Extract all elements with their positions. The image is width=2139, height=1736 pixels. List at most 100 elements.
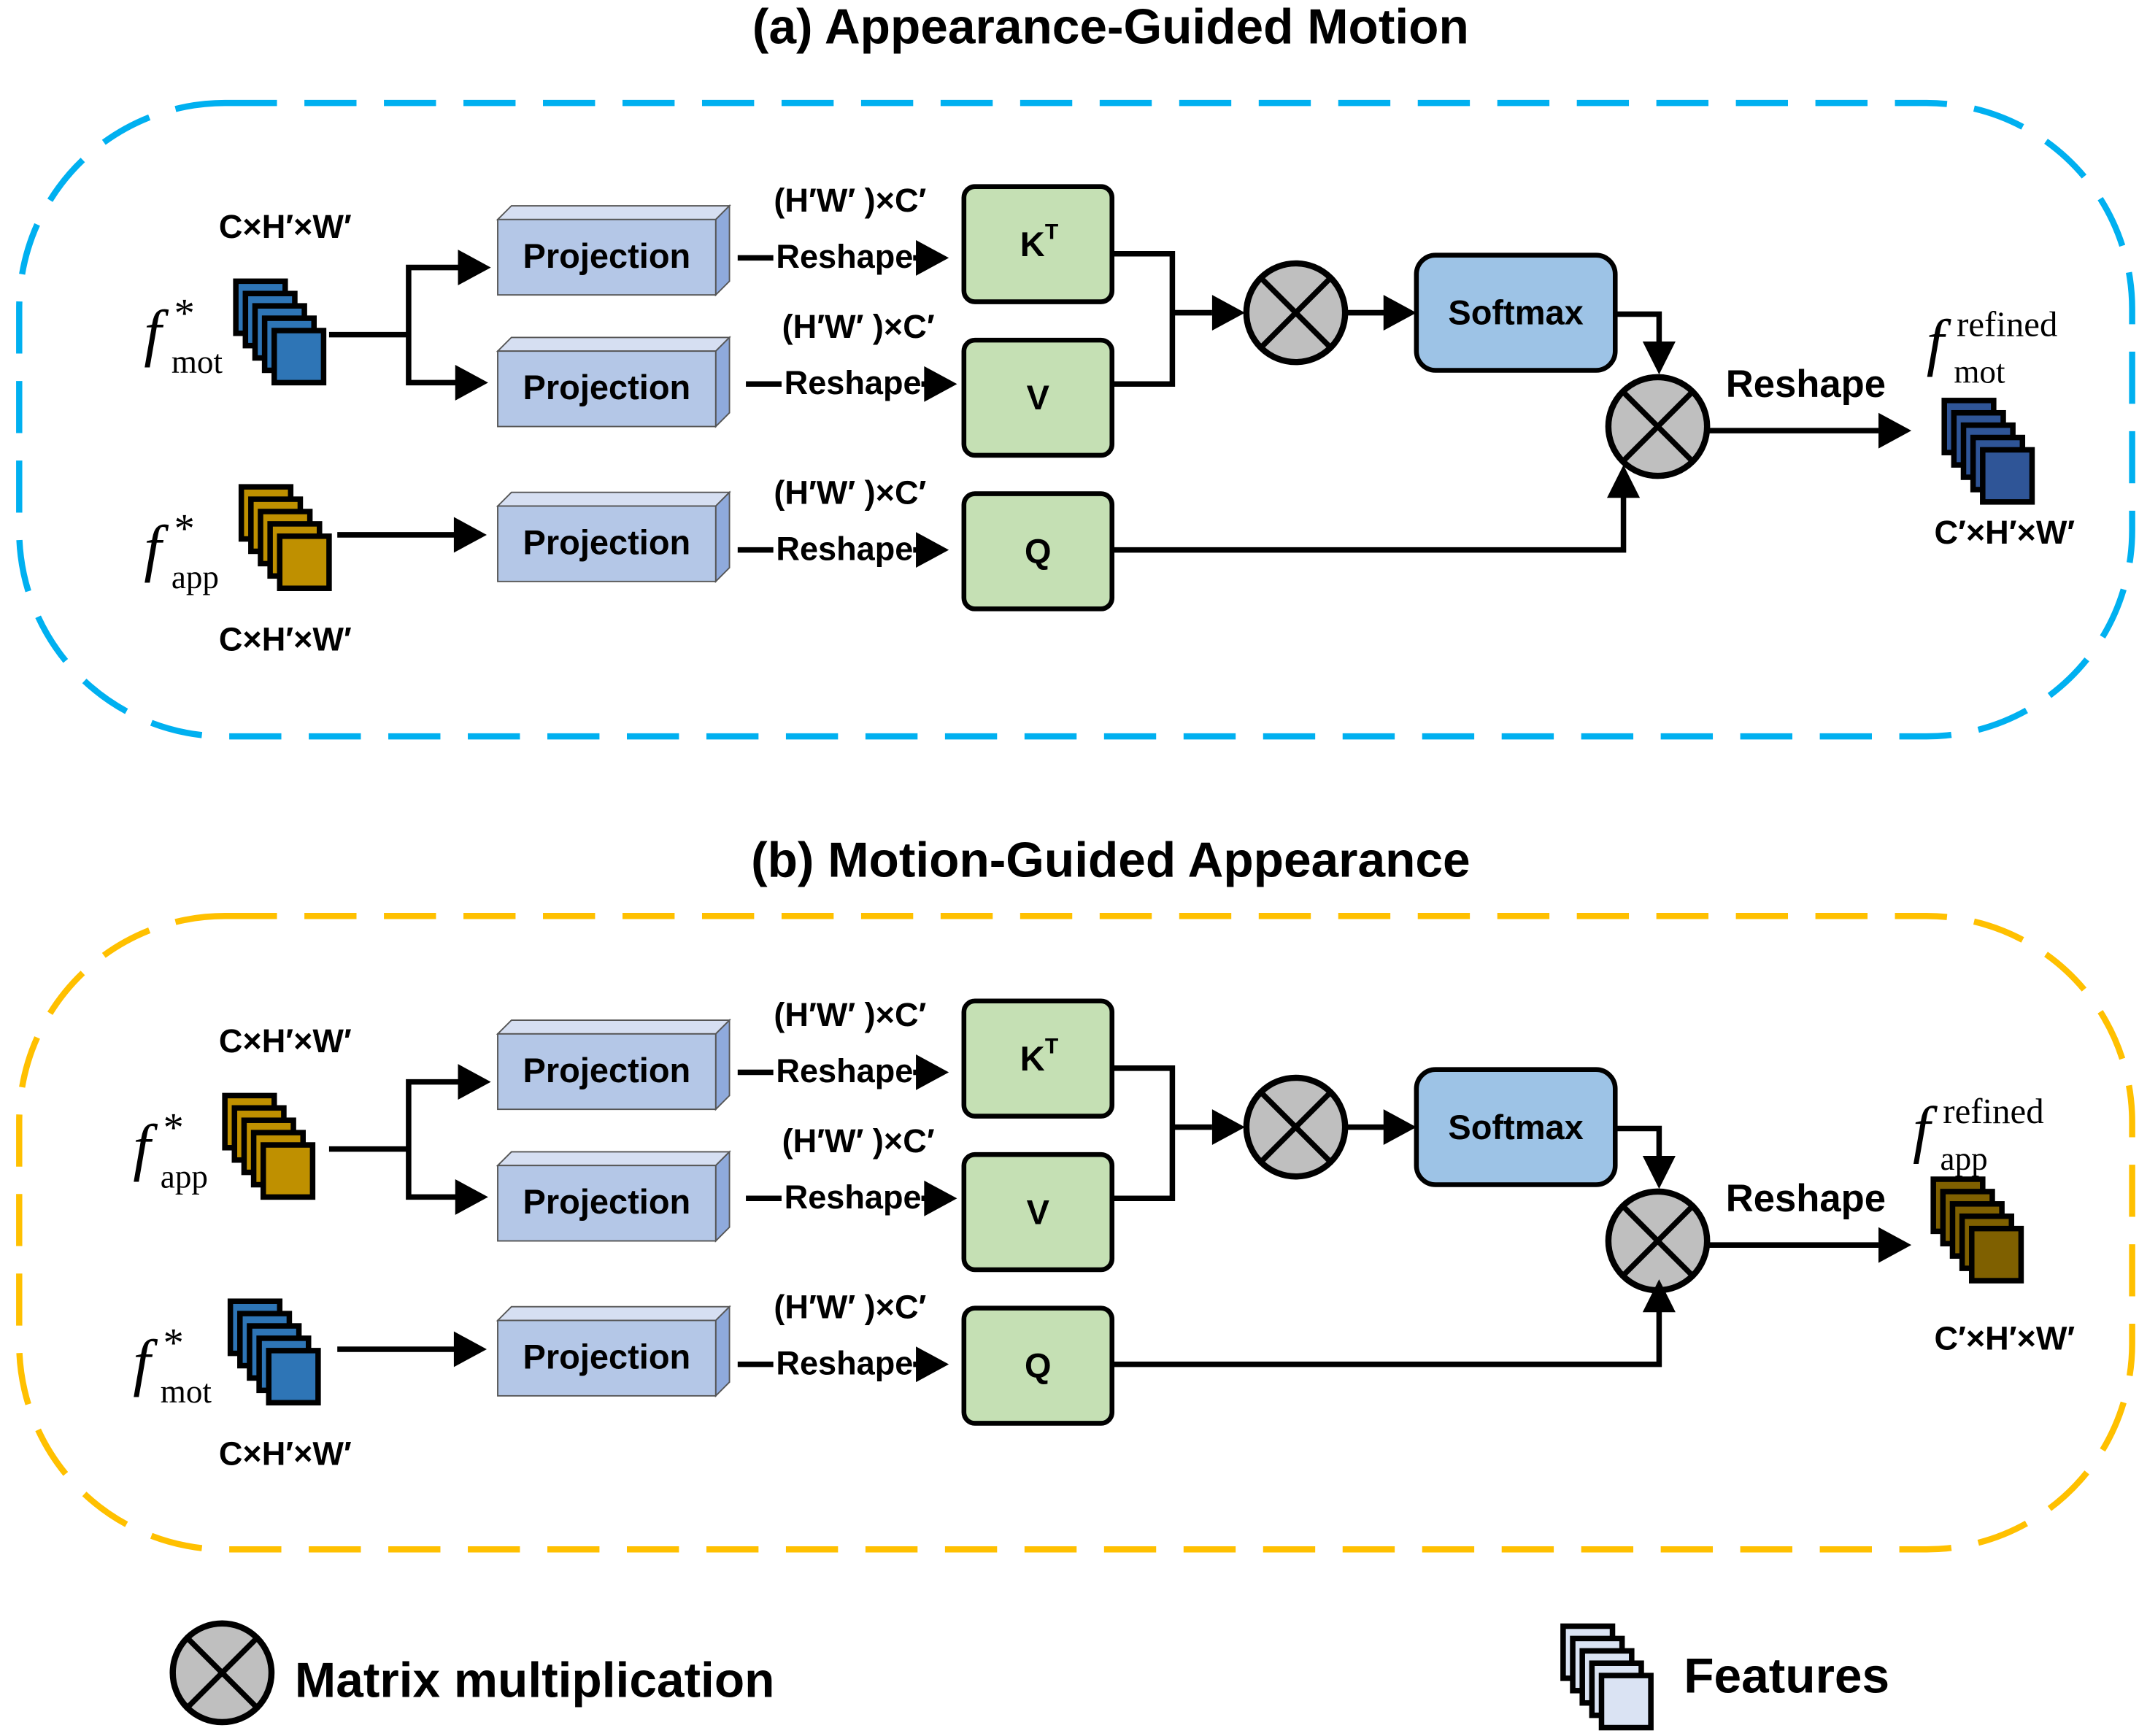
q-box: Q	[961, 1305, 1115, 1426]
v-box: V	[961, 337, 1115, 458]
v-box-label: V	[1027, 378, 1049, 417]
matmul-2	[1605, 1188, 1711, 1294]
projection-side-face	[714, 336, 731, 428]
arrow-head	[453, 517, 487, 553]
kv-merge-line	[1111, 251, 1176, 387]
arrow-head	[1211, 1109, 1245, 1146]
arrow-head	[916, 1054, 949, 1090]
k-transpose-box-superscript: T	[1045, 1035, 1059, 1059]
reshape-k: (H′W′ )×C′Reshape	[737, 182, 949, 276]
branch-line	[406, 1079, 461, 1200]
q-box-label: Q	[1025, 532, 1052, 571]
v-box-rect	[961, 337, 1115, 458]
projection-side-face	[714, 1150, 731, 1243]
input-bottom-dims: C×H′×W′	[219, 1435, 352, 1472]
softmax-box-label: Softmax	[1448, 1108, 1583, 1146]
input-top-symbol: f*mot	[144, 290, 223, 380]
arrow-head	[453, 1331, 487, 1367]
reshape-label: Reshape	[776, 530, 913, 567]
softmax-box: Softmax	[1414, 1067, 1618, 1187]
arrow-head	[916, 239, 949, 276]
input-bottom-feature-stack	[238, 484, 332, 591]
output-feature-stack	[1930, 1176, 2024, 1284]
input-top-feature-stack	[222, 1092, 316, 1200]
matmul-cross-line	[1621, 1204, 1695, 1278]
input-bottom-feature-stack	[227, 1298, 321, 1406]
shape-label: (H′W′ )×C′	[774, 1288, 926, 1325]
output-dims: C′×H′×W′	[1935, 1320, 2076, 1357]
q-line	[1111, 496, 1627, 553]
feature-map-card	[1969, 1225, 2024, 1284]
kv-merge-line	[1111, 1065, 1176, 1202]
input-bottom-symbol-superscript: *	[163, 1320, 184, 1365]
projection-top-face	[496, 205, 731, 220]
legend-features-icon	[1560, 1623, 1654, 1731]
projection-k: Projection	[496, 1018, 731, 1111]
shape-label: (H′W′ )×C′	[774, 996, 926, 1033]
input-bottom-symbol: f* mot	[133, 1320, 212, 1410]
projection-v: Projection	[496, 1150, 731, 1243]
projection-front-face	[497, 1319, 717, 1397]
arrow-head	[1878, 1227, 1912, 1263]
arrow-head	[1211, 295, 1245, 331]
projection-side-face	[714, 1018, 731, 1111]
input-top-symbol: f*app	[133, 1105, 208, 1195]
arrow-head	[458, 250, 491, 285]
projection-label: Projection	[523, 236, 691, 275]
output-symbol-superscript: refined	[1957, 304, 2057, 344]
projection-label: Projection	[523, 368, 691, 406]
projection-front-face	[497, 218, 717, 296]
input-bottom-dims: C×H′×W′	[219, 620, 352, 657]
arrow-head	[1878, 412, 1912, 449]
arrow-head	[916, 532, 949, 568]
arrow-head	[1642, 342, 1676, 375]
matmul-cross-line	[185, 1636, 259, 1710]
k-transpose-box-rect	[961, 184, 1115, 304]
input-top-symbol-symbol: f	[133, 1112, 158, 1182]
projection-side-face	[714, 1305, 731, 1398]
arrow-head	[458, 1064, 491, 1100]
output-feature-stack	[1941, 398, 2035, 505]
panel-title: (a) Appearance-Guided Motion	[752, 0, 1469, 54]
input-top-dims: C×H′×W′	[219, 1022, 352, 1060]
matmul-cross-line	[1621, 390, 1695, 463]
v-box: V	[961, 1151, 1115, 1273]
v-box-rect	[961, 1151, 1115, 1273]
k-transpose-box-label: K	[1020, 225, 1045, 263]
input-bottom-symbol-subscript: mot	[161, 1373, 212, 1410]
softmax-box: Softmax	[1414, 252, 1618, 373]
output-symbol-subscript: app	[1940, 1141, 1988, 1177]
shape-label: (H′W′ )×C′	[782, 308, 935, 345]
k-transpose-box-label: K	[1020, 1039, 1045, 1078]
softmax-out-line	[1615, 1125, 1662, 1157]
reshape-label: Reshape	[776, 238, 913, 275]
projection-front-face	[497, 505, 717, 582]
projection-top-face	[496, 336, 731, 352]
input-top-symbol-subscript: mot	[171, 344, 223, 380]
input-bottom-symbol-symbol: f	[144, 513, 169, 583]
arrow-head	[1383, 1109, 1417, 1146]
reshape-label: Reshape	[785, 1178, 922, 1216]
output-reshape-label: Reshape	[1726, 363, 1886, 406]
arrow-head	[455, 364, 488, 401]
arrow-head	[924, 366, 957, 402]
projection-front-face	[497, 350, 717, 428]
projection-q: Projection	[496, 490, 731, 584]
feature-map-card	[271, 328, 327, 386]
reshape-k: (H′W′ )×C′Reshape	[737, 996, 949, 1090]
input-top-dims: C×H′×W′	[219, 208, 352, 245]
panel-border	[16, 99, 2135, 740]
projection-top-face	[496, 1019, 731, 1035]
q-line	[1111, 1311, 1662, 1367]
arrow-head	[916, 1346, 949, 1383]
input-bottom-symbol-symbol: f	[133, 1327, 158, 1397]
projection-label: Projection	[523, 522, 691, 561]
input-top-symbol-superscript: *	[163, 1105, 184, 1150]
input-top-symbol-symbol: f	[144, 298, 169, 368]
